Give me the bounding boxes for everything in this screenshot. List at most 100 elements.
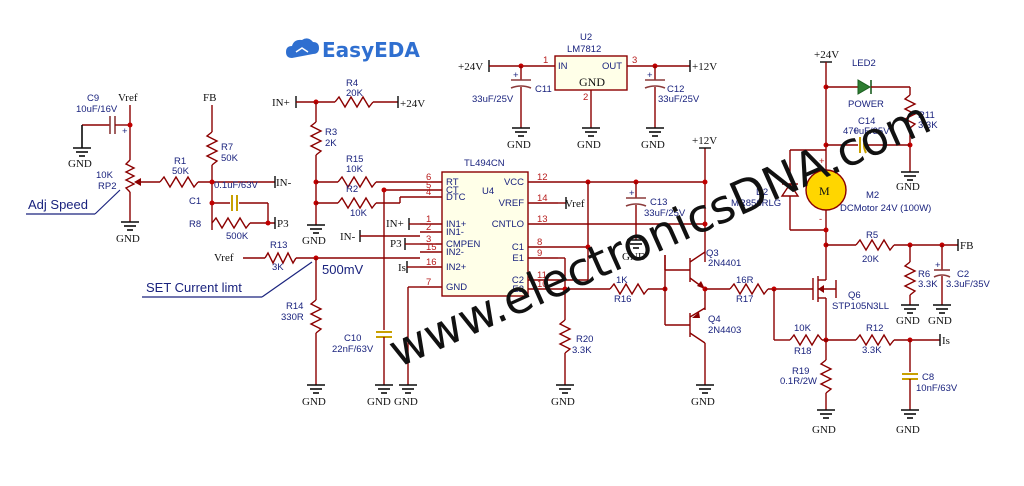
ic-pin-number: 3 xyxy=(426,234,431,245)
ic-pin-number: 13 xyxy=(537,214,548,225)
voltage-500mv-note: 500mV xyxy=(322,262,364,277)
svg-text:FB: FB xyxy=(960,240,973,252)
svg-text:10K: 10K xyxy=(346,164,364,175)
svg-text:C11: C11 xyxy=(535,84,552,95)
gnd-symbol: GND xyxy=(68,125,92,170)
ic-pin-name: GND xyxy=(446,282,467,293)
svg-text:50K: 50K xyxy=(172,166,190,177)
svg-text:GND: GND xyxy=(896,424,920,436)
svg-text:R16: R16 xyxy=(614,294,631,305)
ic-pin-number: 1 xyxy=(426,214,431,225)
svg-text:GND: GND xyxy=(551,396,575,408)
svg-text:GND: GND xyxy=(367,396,391,408)
ic-pin-name: CT xyxy=(446,185,459,196)
svg-text:3.3K: 3.3K xyxy=(918,279,938,290)
svg-text:1: 1 xyxy=(543,55,548,66)
ic-pin-number: 10 xyxy=(537,279,548,290)
ic-pin-number: 4 xyxy=(426,187,431,198)
r14-resistor: R14 330R xyxy=(281,299,323,385)
c13-capacitor: + C13 33uF/25V xyxy=(625,182,686,240)
svg-text:D2: D2 xyxy=(756,187,768,198)
svg-text:IN-: IN- xyxy=(276,177,292,189)
svg-text:GND: GND xyxy=(691,396,715,408)
svg-text:16R: 16R xyxy=(736,275,754,286)
svg-text:R11: R11 xyxy=(918,110,935,121)
ic-pin-number: 15 xyxy=(426,242,437,253)
svg-text:R2: R2 xyxy=(346,184,358,195)
c11-capacitor: + C11 33uF/25V xyxy=(472,66,552,128)
r8-resistor: R8 500K xyxy=(189,216,275,242)
svg-text:IN: IN xyxy=(558,61,568,72)
svg-text:20K: 20K xyxy=(862,254,880,265)
ic-pin-left: 7 GND xyxy=(420,277,467,293)
svg-text:3.3K: 3.3K xyxy=(918,120,938,131)
r17-resistor: 16R R17 xyxy=(729,275,813,305)
svg-text:GND: GND xyxy=(302,235,326,247)
svg-text:C10: C10 xyxy=(344,333,361,344)
svg-text:10K: 10K xyxy=(794,323,812,334)
svg-text:+: + xyxy=(513,70,519,81)
svg-text:TL494CN: TL494CN xyxy=(464,158,505,169)
svg-text:R15: R15 xyxy=(346,154,363,165)
svg-text:R14: R14 xyxy=(286,301,303,312)
svg-text:+24V: +24V xyxy=(400,98,425,110)
svg-text:+24V: +24V xyxy=(458,61,483,73)
ic-pin-number: 12 xyxy=(537,172,548,183)
svg-text:M2: M2 xyxy=(866,190,879,201)
led2-power: LED2 POWER xyxy=(826,58,911,110)
svg-text:+12V: +12V xyxy=(692,135,717,147)
svg-text:U4: U4 xyxy=(482,186,494,197)
ic-pin-right: 8C1 xyxy=(512,237,558,253)
svg-text:R4: R4 xyxy=(346,78,358,89)
svg-text:R8: R8 xyxy=(189,219,201,230)
svg-text:P3: P3 xyxy=(390,238,402,250)
svg-text:50K: 50K xyxy=(221,153,239,164)
svg-text:C1: C1 xyxy=(189,196,201,207)
svg-text:10uF/16V: 10uF/16V xyxy=(76,104,118,115)
svg-text:-: - xyxy=(819,214,822,225)
c10-capacitor: C10 22nF/63V xyxy=(332,331,392,385)
svg-text:R17: R17 xyxy=(736,294,753,305)
c8-capacitor: C8 10nF/63V xyxy=(902,340,958,410)
q4-transistor: Q4 2N4403 xyxy=(665,307,741,344)
svg-text:Vref: Vref xyxy=(214,252,234,264)
svg-text:2N4403: 2N4403 xyxy=(708,325,741,336)
r3-resistor: R3 2K xyxy=(309,121,337,225)
svg-text:2N4401: 2N4401 xyxy=(708,258,741,269)
svg-text:C14: C14 xyxy=(858,116,875,127)
ic-pin-number: 14 xyxy=(537,193,548,204)
gnd-symbol: GND xyxy=(928,304,952,327)
svg-text:GND: GND xyxy=(641,139,665,151)
svg-text:R13: R13 xyxy=(270,240,287,251)
svg-text:C8: C8 xyxy=(922,372,934,383)
svg-text:GND: GND xyxy=(896,181,920,193)
svg-text:+: + xyxy=(853,126,859,137)
svg-text:Vref: Vref xyxy=(565,198,585,210)
ic-pin-number: 5 xyxy=(426,180,431,191)
r20-resistor: R20 3.3K xyxy=(558,319,593,385)
r4-resistor: R4 20K xyxy=(334,78,398,109)
svg-text:2K: 2K xyxy=(325,138,337,149)
svg-text:GND: GND xyxy=(68,158,92,170)
svg-text:20K: 20K xyxy=(346,88,364,99)
svg-text:LED2: LED2 xyxy=(852,58,876,69)
svg-text:C12: C12 xyxy=(667,84,684,95)
ic-pin-number: 7 xyxy=(426,277,431,288)
svg-text:GND: GND xyxy=(812,424,836,436)
c14-capacitor: + C14 470uF/35V xyxy=(826,116,910,154)
set-current-note: SET Current limt xyxy=(142,261,313,298)
svg-text:+: + xyxy=(629,188,635,199)
svg-text:C2: C2 xyxy=(957,269,969,280)
svg-text:+: + xyxy=(935,260,941,271)
svg-text:0.1uF/63V: 0.1uF/63V xyxy=(214,180,258,191)
svg-text:1K: 1K xyxy=(616,275,628,286)
gnd-symbol: GND xyxy=(507,127,531,151)
svg-text:STP105N3LL: STP105N3LL xyxy=(832,301,889,312)
ic-pin-number: 11 xyxy=(537,270,547,281)
